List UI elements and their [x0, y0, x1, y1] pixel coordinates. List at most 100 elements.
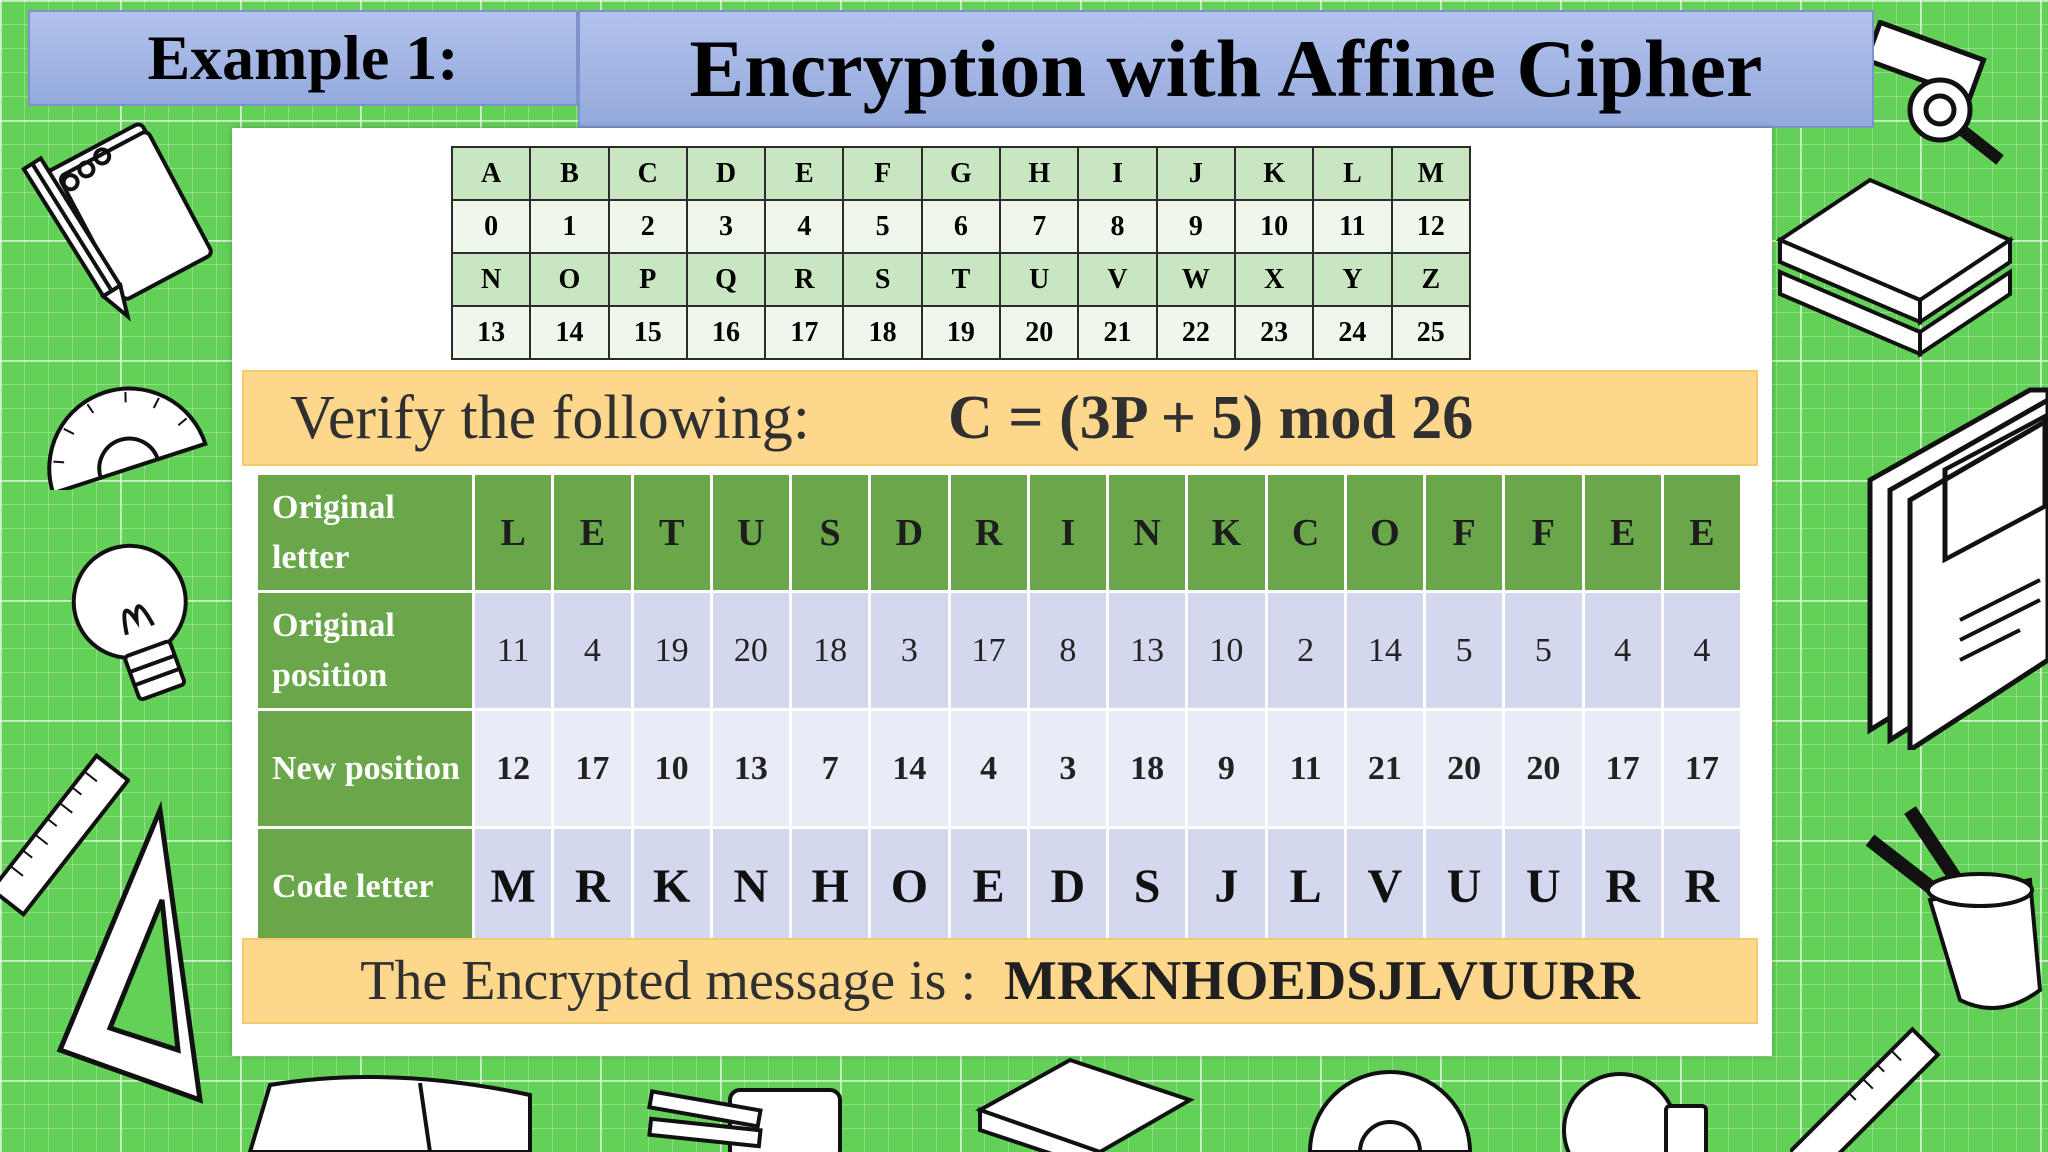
- alphabet-cell: 23: [1233, 305, 1315, 360]
- alphabet-cell: H: [999, 146, 1080, 201]
- stacked-books-icon: [1760, 150, 2030, 360]
- alphabet-cell: 7: [999, 199, 1080, 254]
- original-letter-cell: K: [1185, 472, 1268, 593]
- alphabet-cell: 22: [1155, 305, 1236, 360]
- new-position-cell: 9: [1185, 708, 1268, 829]
- alphabet-cell: M: [1390, 146, 1472, 201]
- lightbulb-icon: [1540, 1060, 1720, 1152]
- magnifier-icon: [1870, 20, 2048, 170]
- alphabet-cell: G: [920, 146, 1002, 201]
- alphabet-cell: Q: [685, 252, 767, 307]
- code-letter-cell: M: [471, 826, 555, 947]
- code-letter-cell: R: [551, 826, 634, 947]
- pencil-icon: [20, 140, 140, 340]
- original-position-cell: 4: [551, 590, 634, 711]
- new-position-cell: 17: [1581, 708, 1664, 829]
- original-letter-cell: L: [471, 472, 555, 593]
- alphabet-cell: 5: [842, 199, 923, 254]
- alphabet-cell: F: [842, 146, 923, 201]
- alphabet-cell: X: [1233, 252, 1315, 307]
- browser-window-icon: [1850, 370, 2048, 750]
- code-letter-cell: O: [868, 826, 951, 947]
- alphabet-cell: 14: [529, 305, 610, 360]
- open-book-icon: [230, 1075, 550, 1152]
- verify-banner: Verify the following: C = (3P + 5) mod 2…: [242, 370, 1758, 466]
- original-letter-cell: S: [788, 472, 872, 593]
- page-title: Encryption with Affine Cipher: [578, 10, 1874, 128]
- original-position-cell: 11: [471, 590, 555, 711]
- original-position-cell: 14: [1343, 590, 1427, 711]
- row-label: New position: [255, 708, 475, 829]
- alphabet-cell: W: [1155, 252, 1236, 307]
- code-letter-cell: R: [1581, 826, 1664, 947]
- encrypted-message: MRKNHOEDSJLVUURR: [1004, 950, 1640, 1012]
- original-letter-cell: I: [1026, 472, 1110, 593]
- alphabet-cell: U: [999, 252, 1080, 307]
- original-position-cell: 17: [947, 590, 1030, 711]
- original-position-cell: 2: [1264, 590, 1347, 711]
- pen-cup-icon: [1850, 800, 2048, 1030]
- code-letter-cell: L: [1264, 826, 1347, 947]
- alphabet-cell: 25: [1390, 305, 1472, 360]
- new-position-cell: 7: [788, 708, 872, 829]
- alphabet-cell: O: [529, 252, 610, 307]
- alphabet-cell: D: [685, 146, 767, 201]
- code-letter-cell: N: [709, 826, 793, 947]
- code-letter-cell: E: [947, 826, 1030, 947]
- ruler-icon: [0, 750, 130, 920]
- alphabet-cell: A: [450, 146, 532, 201]
- alphabet-cell: 10: [1233, 199, 1315, 254]
- alphabet-cell: L: [1312, 146, 1393, 201]
- new-position-cell: 18: [1105, 708, 1189, 829]
- original-position-cell: 4: [1660, 590, 1744, 711]
- original-letter-cell: F: [1422, 472, 1506, 593]
- original-position-cell: 18: [788, 590, 872, 711]
- new-position-cell: 3: [1026, 708, 1110, 829]
- code-letter-cell: U: [1422, 826, 1506, 947]
- code-letter-cell: V: [1343, 826, 1427, 947]
- original-position-cell: 8: [1026, 590, 1110, 711]
- alphabet-cell: Z: [1390, 252, 1472, 307]
- code-letter-cell: S: [1105, 826, 1189, 947]
- verify-label: Verify the following:: [290, 383, 811, 452]
- alphabet-cell: 4: [764, 199, 845, 254]
- alphabet-cell: 24: [1312, 305, 1393, 360]
- alphabet-cell: P: [607, 252, 688, 307]
- row-label: Original letter: [255, 472, 475, 593]
- alphabet-cell: J: [1155, 146, 1236, 201]
- original-position-cell: 4: [1581, 590, 1664, 711]
- original-position-cell: 5: [1422, 590, 1506, 711]
- code-letter-cell: D: [1026, 826, 1110, 947]
- alphabet-cell: N: [450, 252, 532, 307]
- original-letter-cell: D: [868, 472, 951, 593]
- ruler-icon: [1790, 1020, 1950, 1152]
- row-label: Code letter: [255, 826, 475, 947]
- alphabet-cell: 16: [685, 305, 767, 360]
- lightbulb-icon: [60, 530, 220, 730]
- new-position-cell: 13: [709, 708, 793, 829]
- result-banner: The Encrypted message is : MRKNHOEDSJLVU…: [242, 938, 1758, 1024]
- code-letter-cell: K: [630, 826, 713, 947]
- notebook-icon: [30, 110, 220, 310]
- set-square-icon: [50, 800, 220, 1110]
- alphabet-cell: 15: [607, 305, 688, 360]
- alphabet-cell: S: [842, 252, 923, 307]
- code-letter-cell: U: [1502, 826, 1585, 947]
- new-position-cell: 17: [1660, 708, 1744, 829]
- alphabet-cell: 6: [920, 199, 1002, 254]
- original-letter-cell: R: [947, 472, 1030, 593]
- alphabet-cell: 8: [1077, 199, 1158, 254]
- alphabet-cell: V: [1077, 252, 1158, 307]
- alphabet-cell: 2: [607, 199, 688, 254]
- original-position-cell: 20: [709, 590, 793, 711]
- new-position-cell: 14: [868, 708, 951, 829]
- alphabet-cell: C: [607, 146, 688, 201]
